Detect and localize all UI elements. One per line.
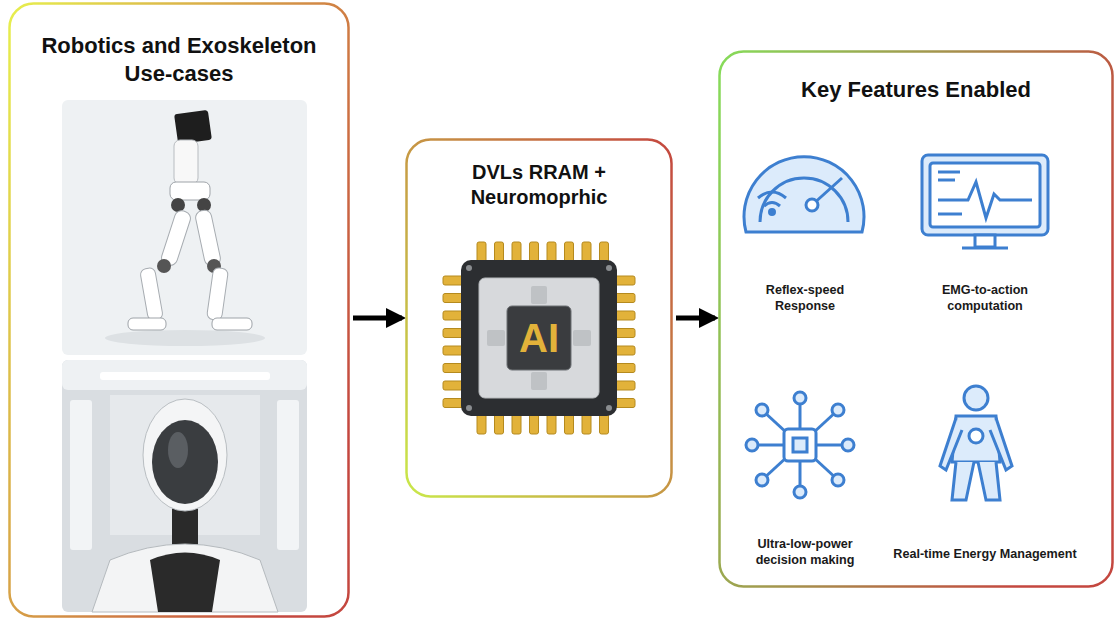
chip-pins: [443, 242, 635, 434]
brain-network-icon-part: [793, 438, 807, 452]
robot-image-part: [70, 400, 92, 550]
use-case-panel: Robotics and Exoskeleton Use-cases: [8, 2, 350, 618]
gauge-icon-part: [760, 178, 848, 222]
chip-tabs-part: [531, 286, 547, 304]
monitor-icon: [922, 155, 1048, 248]
chip-dot: [606, 265, 612, 271]
chip-tabs-part: [531, 372, 547, 390]
feature-slot: Ultra-low-power decision making: [733, 536, 878, 569]
robot-image: [62, 360, 307, 612]
humanoid-icon-part: [952, 462, 974, 500]
feature-slot: EMG-to-action computation: [918, 282, 1053, 315]
features-panel: Key Features Enabled: [718, 50, 1114, 588]
monitor-icon-part: [938, 171, 960, 174]
chip-core: [507, 306, 571, 370]
robot-image-part: [100, 372, 270, 380]
robot-image-part: [168, 432, 188, 468]
panel-title: DVLs RRAM + Neuromoprhic: [429, 160, 649, 210]
feature-slot: Real-time Energy Management: [860, 546, 1110, 562]
feature-label: Real-time Energy Management: [860, 546, 1110, 562]
panel-title: Robotics and Exoskeleton Use-cases: [34, 32, 324, 87]
gauge-icon: [744, 157, 864, 232]
gauge-icon-part: [744, 157, 864, 232]
monitor-icon-part: [938, 213, 962, 216]
exoskeleton-image-part: [140, 267, 164, 321]
feature-label: Ultra-low-power decision making: [733, 536, 878, 569]
gauge-icon-part: [764, 203, 780, 207]
brain-network-icon-part: [832, 474, 844, 486]
panel-border: [10, 4, 349, 617]
robot-image-part: [62, 360, 307, 612]
brain-network-icon-part: [794, 392, 806, 404]
brain-network-icon-part: [756, 474, 768, 486]
panel-title: Key Features Enabled: [746, 76, 1086, 104]
exoskeleton-image-part: [174, 110, 212, 144]
gauge-icon-part: [770, 210, 775, 215]
robot-image-part: [92, 544, 278, 612]
panel-outline: [718, 50, 1114, 588]
monitor-icon-part: [938, 179, 955, 182]
chip-tabs-part: [487, 330, 505, 346]
brain-network-icon: [746, 392, 854, 498]
chip-tabs-part: [573, 330, 591, 346]
monitor-icon-part: [930, 163, 1040, 227]
exoskeleton-image-part: [160, 209, 193, 267]
brain-network-icon-part: [794, 486, 806, 498]
chip-die: [479, 278, 599, 398]
chip-tabs: [487, 286, 591, 390]
chip-body: [461, 260, 617, 416]
flow-arrow: [676, 316, 715, 321]
gauge-icon-part: [758, 192, 786, 198]
monitor-icon-part: [975, 235, 995, 247]
exoskeleton-image-part: [174, 140, 198, 184]
humanoid-icon: [940, 386, 1012, 500]
brain-network-icon-part: [842, 439, 854, 451]
robot-image-part: [150, 553, 220, 613]
exoskeleton-image-part: [194, 209, 221, 267]
brain-network-icon-part: [756, 404, 768, 416]
robot-image-part: [143, 399, 227, 511]
monitor-icon-part: [922, 155, 1048, 235]
monitor-icon-part: [962, 247, 1008, 250]
robot-image-part: [277, 400, 299, 550]
exoskeleton-image-part: [170, 182, 210, 200]
exoskeleton-image: [62, 100, 307, 355]
flow-arrow: [353, 316, 402, 321]
exoskeleton-image-part: [128, 318, 166, 330]
brain-network-icon-part: [832, 404, 844, 416]
ai-chip: AI: [439, 238, 639, 438]
exoskeleton-image-part: [212, 318, 252, 330]
brain-network-icon-part: [784, 429, 816, 461]
panel-border: [407, 140, 672, 497]
exoskeleton-image-part: [157, 259, 171, 273]
exoskeleton-image-part: [206, 267, 228, 321]
robot-image-part: [62, 360, 307, 390]
panel-border: [720, 52, 1113, 587]
chip-dot: [466, 265, 472, 271]
chip-dot: [466, 405, 472, 411]
exoskeleton-image-part: [105, 330, 265, 346]
panel-outline: [8, 2, 350, 618]
feature-slot: Reflex-speed Response: [743, 282, 868, 315]
chip-label: AI: [519, 318, 559, 358]
chip-dot: [606, 405, 612, 411]
feature-label: EMG-to-action computation: [918, 282, 1053, 315]
monitor-icon-part: [938, 182, 1032, 218]
exoskeleton-image-part: [62, 100, 307, 355]
humanoid-icon-part: [969, 429, 983, 443]
humanoid-icon-part: [978, 462, 1000, 500]
robot-image-part: [152, 420, 218, 504]
chip-panel: DVLs RRAM + NeuromoprhicAI: [405, 138, 673, 498]
exoskeleton-image-part: [171, 198, 185, 212]
gauge-icon-part: [806, 199, 818, 211]
brain-network-icon-part: [746, 439, 758, 451]
humanoid-icon-part: [964, 386, 988, 410]
feature-label: Reflex-speed Response: [743, 282, 868, 315]
